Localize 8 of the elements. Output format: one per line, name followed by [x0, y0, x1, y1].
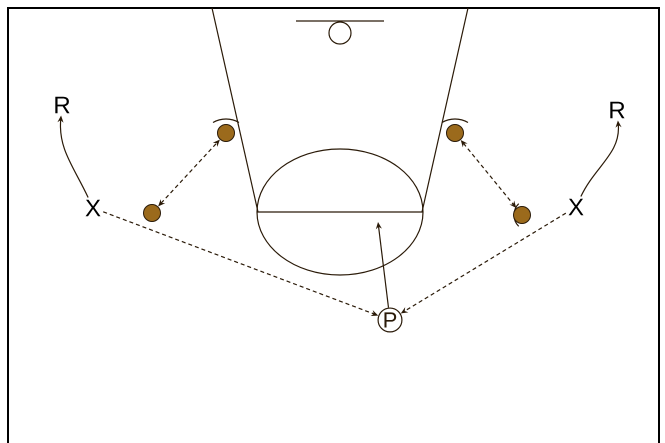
player-letter: R [55, 96, 70, 114]
player-dot [446, 124, 464, 142]
player-letter: X [568, 198, 584, 216]
player-dot [513, 206, 531, 224]
player-letter: R [610, 102, 625, 118]
player-letter: X [86, 200, 100, 216]
player-dot [217, 124, 235, 142]
player-dot [143, 204, 161, 222]
